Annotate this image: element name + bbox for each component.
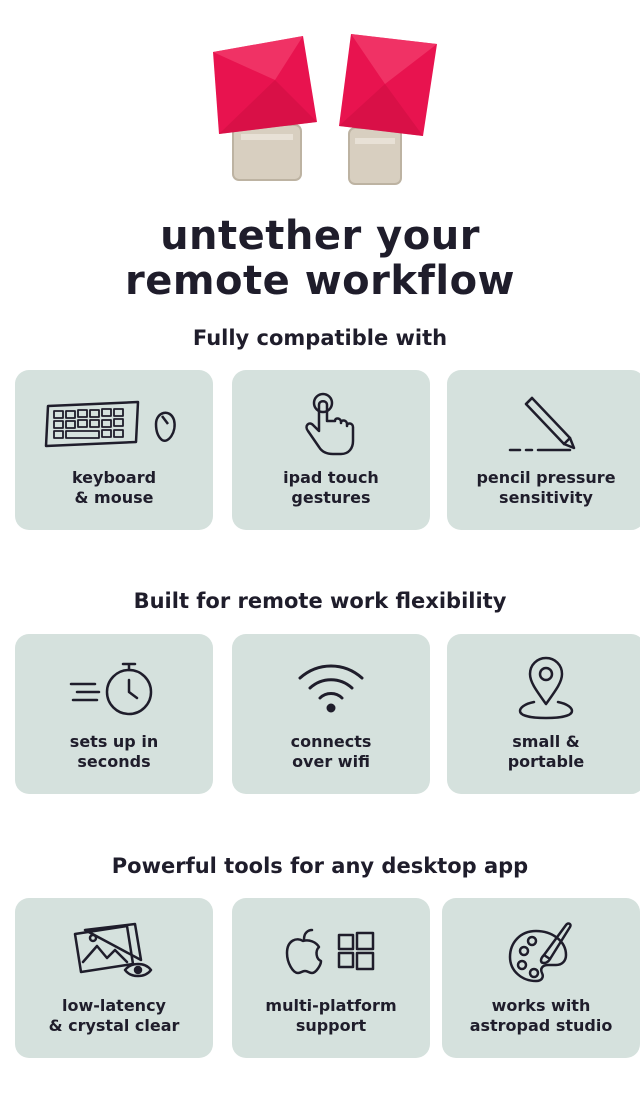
touch-gesture-icon [232, 384, 430, 464]
card-label-line-1: multi-platform [265, 996, 397, 1015]
card-label-line-2: sensitivity [499, 488, 593, 507]
card-label-line-2: & mouse [74, 488, 154, 507]
apple-windows-icon [232, 912, 430, 992]
dongle-right-image [339, 34, 437, 185]
hero-product-image [0, 0, 640, 200]
headline-line-2: remote workflow [125, 258, 515, 304]
card-label-line-1: connects [290, 732, 372, 751]
feature-card-setup-seconds: sets up in seconds [15, 634, 213, 794]
section-title-remote-work: Built for remote work flexibility [133, 589, 507, 613]
feature-card-portable: small & portable [447, 634, 640, 794]
pencil-icon [447, 384, 640, 464]
feature-card-pencil-pressure: pencil pressure sensitivity [447, 370, 640, 530]
keyboard-mouse-icon [15, 384, 213, 464]
card-label-line-1: low-latency [62, 996, 166, 1015]
feature-card-astropad-studio: works with astropad studio [442, 898, 640, 1058]
dongle-left-image [213, 36, 317, 181]
section-title-desktop-tools: Powerful tools for any desktop app [111, 854, 529, 878]
card-label-line-2: & crystal clear [48, 1016, 180, 1035]
section-title-compatible: Fully compatible with [192, 326, 448, 350]
wifi-icon [232, 648, 430, 728]
card-label-line-2: portable [507, 752, 585, 771]
card-label-line-1: works with [491, 996, 591, 1015]
image-eye-icon [15, 912, 213, 992]
card-label-line-2: gestures [291, 488, 371, 507]
location-pin-icon [447, 648, 640, 728]
palette-brush-icon [442, 912, 640, 992]
feature-card-wifi: connects over wifi [232, 634, 430, 794]
card-label-line-2: astropad studio [469, 1016, 613, 1035]
card-label-line-1: sets up in [69, 732, 159, 751]
card-label-line-1: ipad touch [283, 468, 379, 487]
feature-card-multi-platform: multi-platform support [232, 898, 430, 1058]
card-label-line-2: support [295, 1016, 367, 1035]
card-label-line-1: pencil pressure [476, 468, 616, 487]
card-label-line-2: seconds [77, 752, 151, 771]
headline-line-1: untether your [160, 213, 480, 259]
feature-card-low-latency: low-latency & crystal clear [15, 898, 213, 1058]
card-label-line-2: over wifi [292, 752, 370, 771]
feature-card-keyboard-mouse: keyboard & mouse [15, 370, 213, 530]
card-label-line-1: small & [512, 732, 580, 751]
feature-card-touch-gestures: ipad touch gestures [232, 370, 430, 530]
card-label-line-1: keyboard [71, 468, 157, 487]
stopwatch-icon [15, 648, 213, 728]
